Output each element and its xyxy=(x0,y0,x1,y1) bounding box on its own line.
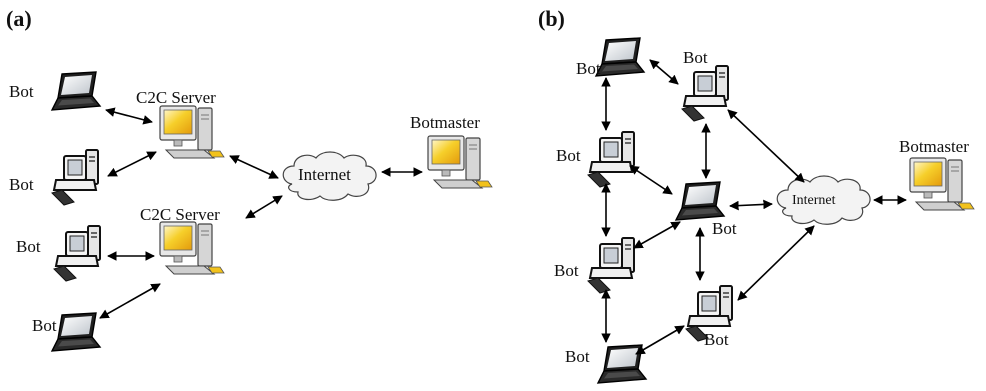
bot-label-b-ml: Bot xyxy=(556,146,581,165)
botmaster-a-icon xyxy=(427,135,493,189)
bot-label-b-ll: Bot xyxy=(554,261,579,280)
bot-label-a1: Bot xyxy=(9,82,34,101)
c2c-server-2-icon xyxy=(159,221,225,275)
internet-label-a: Internet xyxy=(298,165,351,184)
bot-laptop-a1-icon xyxy=(51,71,101,111)
bot-desktop-b-ml-icon xyxy=(587,131,635,188)
panel-b: (b) Bot Bot Bot Bot Bot Bot Bot Internet xyxy=(538,6,975,384)
panel-a-tag: (a) xyxy=(6,6,32,31)
bot-label-a4: Bot xyxy=(32,316,57,335)
panel-a: (a) Bot C2C Server Bot C2C Server Bot Bo… xyxy=(6,6,493,352)
bot-laptop-b-tl-icon xyxy=(595,37,645,77)
bot-laptop-b-center-icon xyxy=(675,181,725,221)
botmaster-b-icon xyxy=(909,157,975,211)
c2c-server-label-2: C2C Server xyxy=(140,205,220,224)
c2c-server-label-1: C2C Server xyxy=(136,88,216,107)
internet-label-b: Internet xyxy=(792,193,836,208)
bot-label-a3: Bot xyxy=(16,237,41,256)
bot-desktop-a2-icon xyxy=(51,149,99,206)
bot-label-b-top: Bot xyxy=(683,48,708,67)
bot-laptop-a4-icon xyxy=(51,312,101,352)
panel-b-tag: (b) xyxy=(538,6,565,31)
bot-desktop-b-ll-icon xyxy=(587,237,635,294)
bot-label-b-center: Bot xyxy=(712,219,737,238)
botmaster-label-b: Botmaster xyxy=(899,137,969,156)
bot-label-b-lr: Bot xyxy=(704,330,729,349)
bot-label-b-bottom: Bot xyxy=(565,347,590,366)
bot-label-a2: Bot xyxy=(9,175,34,194)
bot-laptop-b-bottom-icon xyxy=(597,344,647,384)
botmaster-label-a: Botmaster xyxy=(410,113,480,132)
bot-desktop-a3-icon xyxy=(53,225,101,282)
bot-desktop-b-top-icon xyxy=(681,65,729,122)
c2c-server-1-icon xyxy=(159,105,225,159)
bot-label-b-tl: Bot xyxy=(576,59,601,78)
